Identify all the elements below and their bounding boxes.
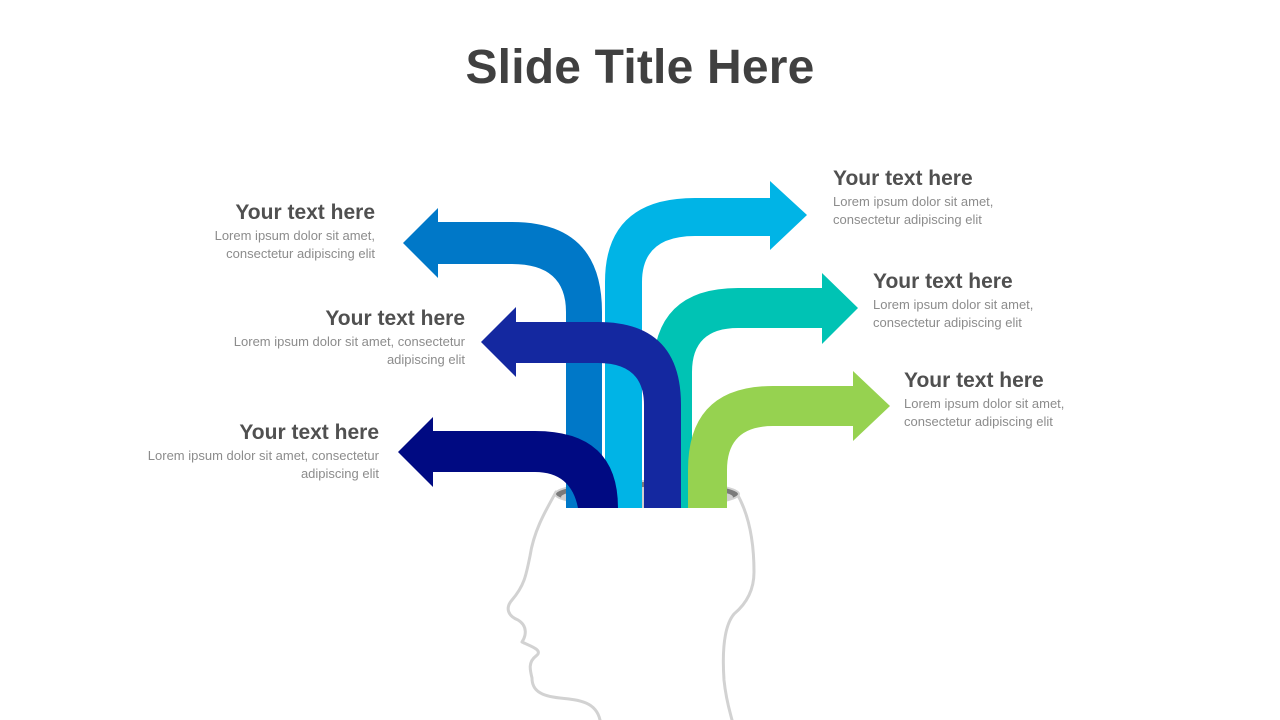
label-right-bottom: Your text here Lorem ipsum dolor sit ame… bbox=[904, 368, 1204, 430]
label-heading: Your text here bbox=[904, 369, 1044, 392]
head-outline bbox=[506, 490, 756, 720]
label-heading: Your text here bbox=[239, 421, 379, 444]
label-left-top: Your text here Lorem ipsum dolor sit ame… bbox=[75, 200, 375, 262]
label-desc-line: consectetur adipiscing elit bbox=[904, 414, 1053, 429]
label-heading: Your text here bbox=[873, 270, 1013, 293]
label-desc-line: Lorem ipsum dolor sit amet, bbox=[214, 228, 375, 243]
label-heading: Your text here bbox=[833, 167, 973, 190]
arrow-right-bottom bbox=[688, 371, 890, 508]
label-desc-line: Lorem ipsum dolor sit amet, consectetur bbox=[147, 448, 379, 463]
arrow-right-middle bbox=[653, 273, 858, 508]
label-right-top: Your text here Lorem ipsum dolor sit ame… bbox=[833, 166, 1133, 228]
label-desc-line: consectetur adipiscing elit bbox=[833, 212, 982, 227]
label-right-middle: Your text here Lorem ipsum dolor sit ame… bbox=[873, 269, 1173, 331]
label-desc-line: Lorem ipsum dolor sit amet, consectetur bbox=[233, 334, 465, 349]
label-heading: Your text here bbox=[235, 201, 375, 224]
label-desc-line: consectetur adipiscing elit bbox=[226, 246, 375, 261]
arrow-left-bottom bbox=[398, 417, 618, 508]
label-desc-line: adipiscing elit bbox=[300, 466, 379, 481]
label-desc-line: Lorem ipsum dolor sit amet, bbox=[873, 297, 1034, 312]
slide-title: Slide Title Here bbox=[465, 41, 815, 94]
label-desc-line: adipiscing elit bbox=[386, 352, 465, 367]
label-desc-line: Lorem ipsum dolor sit amet, bbox=[833, 194, 994, 209]
label-desc-line: Lorem ipsum dolor sit amet, bbox=[904, 396, 1065, 411]
label-desc-line: consectetur adipiscing elit bbox=[873, 315, 1022, 330]
label-heading: Your text here bbox=[325, 307, 465, 330]
arrow-right-top bbox=[605, 181, 807, 508]
arrow-left-middle bbox=[481, 307, 681, 508]
label-left-middle: Your text here Lorem ipsum dolor sit ame… bbox=[165, 306, 465, 368]
label-left-bottom: Your text here Lorem ipsum dolor sit ame… bbox=[79, 420, 379, 482]
